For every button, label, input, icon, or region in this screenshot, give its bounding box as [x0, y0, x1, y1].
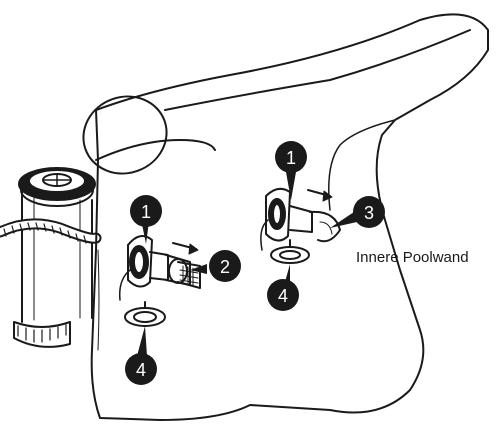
callout-1b-badge: 1 [275, 141, 307, 173]
callout-3-label: 3 [364, 203, 374, 223]
callout-2-badge: 2 [209, 250, 241, 282]
seal-ring-icon [271, 240, 309, 263]
callout-4-badge: 4 [125, 353, 157, 385]
hose-icon [0, 223, 96, 243]
callout-1-label: 1 [141, 202, 151, 222]
seal-ring-icon [125, 302, 165, 326]
callout-2-label: 2 [220, 257, 230, 277]
callout-4b-label: 4 [278, 286, 288, 306]
callout-4-label: 4 [136, 360, 146, 380]
callout-3-badge: 3 [353, 196, 385, 228]
arrow-right-icon [173, 243, 198, 254]
callout-1b-label: 1 [286, 148, 296, 168]
callout-4b-badge: 4 [267, 279, 299, 311]
strainer-connector-icon [120, 236, 200, 300]
callout-1-badge: 1 [130, 195, 162, 227]
filter-pump-icon [14, 168, 95, 347]
inner-pool-wall-label: Innere Poolwand [356, 249, 469, 266]
